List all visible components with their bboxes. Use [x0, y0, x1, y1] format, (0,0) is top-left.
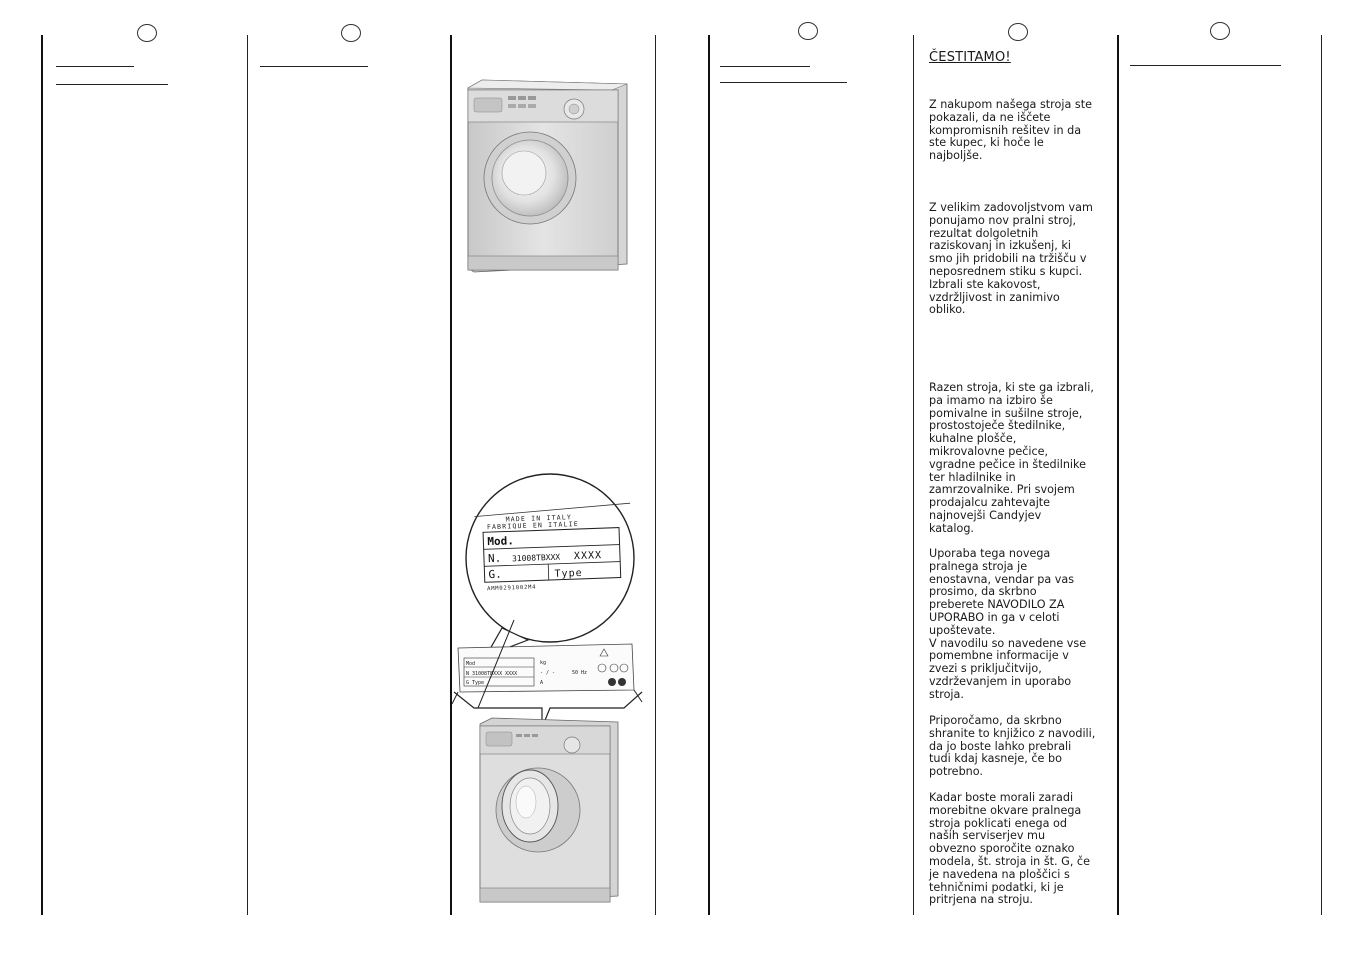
plate-type-label: Type	[554, 568, 582, 580]
heading-underline-col6	[1130, 65, 1281, 66]
column-divider-2	[247, 35, 248, 915]
rating-plate-strip: Mod N 31008TBXXX XXXX G Type kg - / - A …	[452, 643, 643, 705]
plate-g-label: G.	[488, 568, 502, 581]
heading-underline-col4-a	[720, 66, 810, 67]
article-paragraph-4: Uporaba tega novega pralnega stroja je e…	[929, 547, 1087, 701]
column-divider-7	[1117, 35, 1119, 915]
washing-machine-illustration	[466, 79, 628, 273]
rating-plate-callout: MADE IN ITALY FABRIQUE EN ITALIE Mod. N.…	[465, 473, 635, 650]
language-badge-col1	[137, 24, 157, 42]
plate-code: AMM0291002M4	[487, 584, 537, 592]
column-divider-1	[41, 35, 43, 915]
svg-text:- / -: - / -	[540, 670, 555, 676]
article-paragraph-1: Z nakupom našega stroja ste pokazali, da…	[929, 98, 1092, 163]
svg-text:A: A	[540, 680, 543, 686]
plate-serial: 31008TBXXX	[512, 553, 561, 564]
plate-made-in: MADE IN ITALY	[505, 513, 572, 523]
plate-fabrique: FABRIQUE EN ITALIE	[487, 520, 579, 531]
article-title: ČESTITAMO!	[929, 50, 1011, 65]
svg-text:G Type: G Type	[466, 680, 484, 686]
washing-machine-plate-location	[453, 619, 643, 903]
article-paragraph-2: Z velikim zadovoljstvom vam ponujamo nov…	[929, 201, 1093, 317]
svg-text:kg: kg	[540, 660, 546, 666]
svg-text:50 Hz: 50 Hz	[572, 670, 587, 676]
plate-n-label: N.	[488, 552, 502, 565]
column-divider-5	[708, 35, 710, 915]
plate-serial-suffix: XXXX	[574, 550, 602, 562]
language-badge-col2	[341, 24, 361, 42]
heading-underline-col1-a	[56, 66, 134, 67]
heading-underline-col1-b	[56, 84, 168, 85]
column-divider-8	[1321, 35, 1322, 915]
column-divider-6	[913, 35, 914, 915]
article-paragraph-6: Kadar boste morali zaradi morebitne okva…	[929, 791, 1090, 907]
plate-mod-label: Mod.	[487, 534, 514, 548]
article-paragraph-5: Priporočamo, da skrbno shranite to knjiž…	[929, 714, 1096, 779]
language-badge-col6	[1210, 22, 1230, 40]
svg-text:Mod: Mod	[466, 661, 475, 667]
language-badge-col5	[1008, 23, 1028, 41]
heading-underline-col4-b	[720, 82, 847, 83]
article-paragraph-3: Razen stroja, ki ste ga izbrali, pa imam…	[929, 381, 1094, 535]
heading-underline-col2	[260, 66, 368, 67]
column-divider-4	[655, 35, 656, 915]
column-divider-3	[450, 35, 452, 915]
language-badge-col4	[798, 22, 818, 40]
